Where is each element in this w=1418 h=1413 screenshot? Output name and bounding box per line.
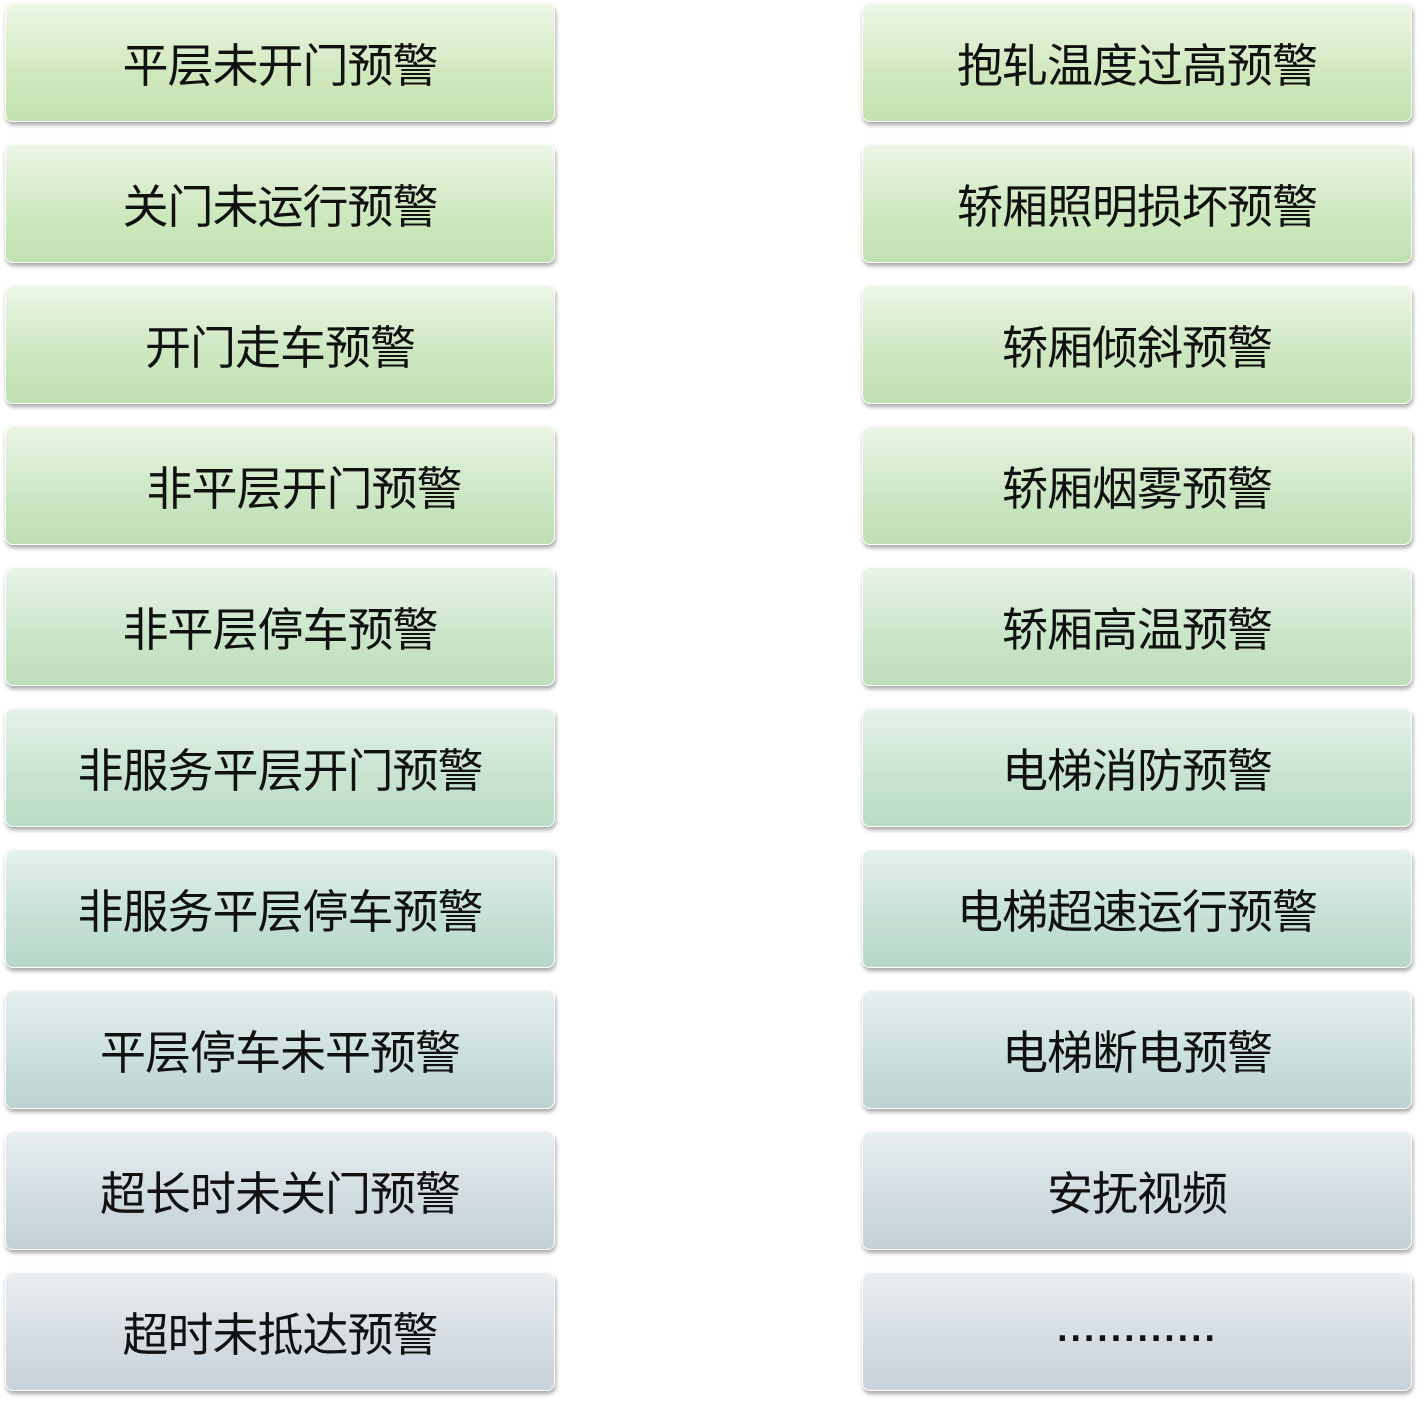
warning-label: 电梯消防预警 — [1002, 743, 1273, 798]
warning-label: 非平层停车预警 — [122, 602, 439, 657]
warning-box: 电梯超速运行预警 — [862, 849, 1412, 968]
warning-label: 安抚视频 — [1047, 1166, 1228, 1221]
warning-box: 超时未抵达预警 — [5, 1272, 555, 1391]
warning-box: 轿厢倾斜预警 — [862, 285, 1412, 404]
warning-box: 电梯断电预警 — [862, 990, 1412, 1109]
warning-label: 电梯超速运行预警 — [957, 884, 1318, 939]
warning-box: 关门未运行预警 — [5, 144, 555, 263]
warning-label: 轿厢高温预警 — [1002, 602, 1273, 657]
warning-box: 平层未开门预警 — [5, 3, 555, 122]
right-warning-list: 抱轧温度过高预警 轿厢照明损坏预警 轿厢倾斜预警 轿厢烟雾预警 轿厢高温预警 电… — [862, 3, 1412, 1413]
warning-label: 轿厢烟雾预警 — [1002, 461, 1273, 516]
warning-box: 电梯消防预警 — [862, 708, 1412, 827]
warning-box: 轿厢照明损坏预警 — [862, 144, 1412, 263]
left-warning-list: 平层未开门预警 关门未运行预警 开门走车预警 非平层开门预警 非平层停车预警 非… — [5, 3, 555, 1413]
warning-label: 平层未开门预警 — [122, 38, 439, 93]
warning-box: 非服务平层停车预警 — [5, 849, 555, 968]
warning-box: 安抚视频 — [862, 1131, 1412, 1250]
warning-box: 平层停车未平预警 — [5, 990, 555, 1109]
warning-label: 超时未抵达预警 — [122, 1307, 439, 1362]
warning-label: 轿厢倾斜预警 — [1002, 320, 1273, 375]
warning-box: 轿厢烟雾预警 — [862, 426, 1412, 545]
warning-label: 抱轧温度过高预警 — [957, 38, 1318, 93]
warning-label: 开门走车预警 — [145, 320, 416, 375]
ellipsis-box: ............ — [862, 1272, 1412, 1391]
warning-box: 抱轧温度过高预警 — [862, 3, 1412, 122]
warning-box: 轿厢高温预警 — [862, 567, 1412, 686]
warning-label: 电梯断电预警 — [1002, 1025, 1273, 1080]
ellipsis-label: ............ — [1056, 1314, 1218, 1349]
warning-box: 非平层开门预警 — [5, 426, 555, 545]
warning-label: 非服务平层开门预警 — [77, 743, 484, 798]
warning-box: 非平层停车预警 — [5, 567, 555, 686]
warning-box: 超长时未关门预警 — [5, 1131, 555, 1250]
warning-box: 开门走车预警 — [5, 285, 555, 404]
warning-label: 平层停车未平预警 — [100, 1025, 461, 1080]
warning-label: 非服务平层停车预警 — [77, 884, 484, 939]
warning-label: 非平层开门预警 — [146, 461, 463, 516]
warning-box: 非服务平层开门预警 — [5, 708, 555, 827]
warning-label: 关门未运行预警 — [122, 179, 439, 234]
warning-label: 轿厢照明损坏预警 — [957, 179, 1318, 234]
warning-label: 超长时未关门预警 — [100, 1166, 461, 1221]
